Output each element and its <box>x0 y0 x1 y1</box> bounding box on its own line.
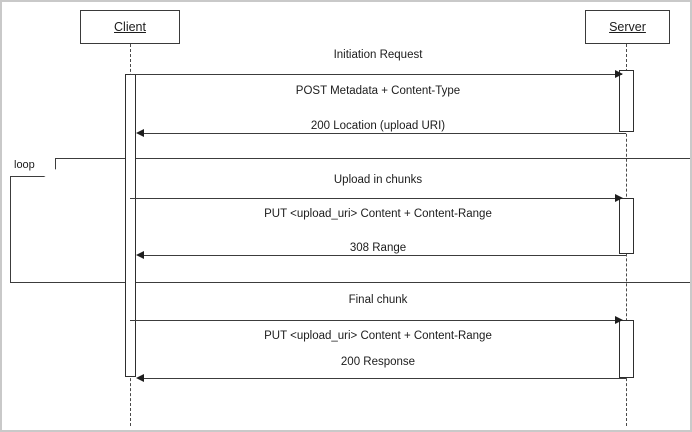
message-label-m1: POST Metadata + Content-Type <box>295 85 461 97</box>
participant-box-client[interactable]: Client <box>80 10 180 44</box>
message-arrowhead-m2 <box>136 128 144 137</box>
participant-label-server: Server <box>609 20 646 34</box>
message-line-m1 <box>130 74 622 75</box>
message-arrowhead-m1 <box>615 69 623 78</box>
message-line-m5 <box>130 320 622 321</box>
message-label-m3: PUT <upload_uri> Content + Content-Range <box>264 208 492 220</box>
message-caption-m5: Final chunk <box>348 294 408 306</box>
message-line-m2 <box>140 133 626 134</box>
message-caption-m3: Upload in chunks <box>333 174 423 186</box>
activation-bar-server-2 <box>619 198 634 254</box>
message-arrowhead-m4 <box>136 250 144 259</box>
activation-bar-server-3 <box>619 320 634 378</box>
loop-fragment-frame <box>10 158 690 283</box>
message-line-m4 <box>140 255 626 256</box>
message-arrowhead-m5 <box>615 315 623 324</box>
message-arrowhead-m6 <box>136 373 144 382</box>
participant-label-client: Client <box>114 20 146 34</box>
message-label-m2: 200 Location (upload URI) <box>310 120 446 132</box>
message-arrowhead-m3 <box>615 193 623 202</box>
message-line-m3 <box>130 198 622 199</box>
message-label-m6: 200 Response <box>340 356 416 368</box>
message-label-m5: PUT <upload_uri> Content + Content-Range <box>264 330 492 342</box>
message-label-m4: 308 Range <box>349 242 407 254</box>
loop-fragment-label: loop <box>14 159 35 171</box>
message-line-m6 <box>140 378 626 379</box>
activation-bar-server-1 <box>619 70 634 132</box>
participant-box-server[interactable]: Server <box>585 10 670 44</box>
loop-fragment-tag: loop <box>10 158 56 177</box>
message-caption-m1: Initiation Request <box>333 49 423 61</box>
